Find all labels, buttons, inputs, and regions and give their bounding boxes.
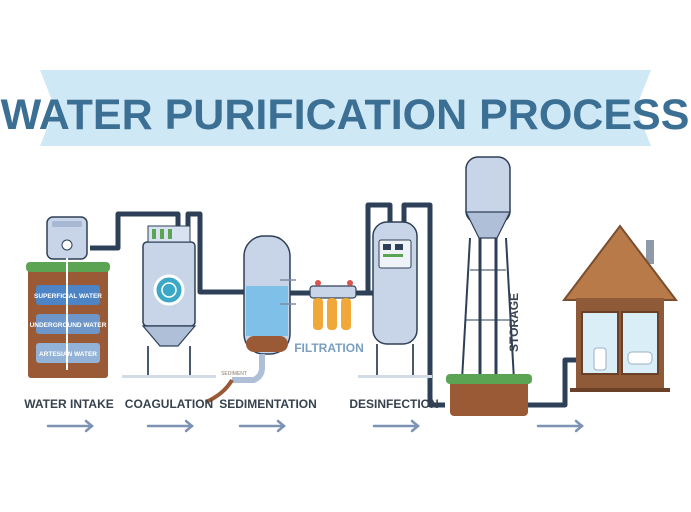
arrow-icon — [372, 419, 420, 433]
arrow-icon — [238, 419, 286, 433]
flow-arrows — [46, 419, 584, 433]
step-label-desinfection: DESINFECTION — [349, 397, 438, 411]
sedimentation-tank: SEDIMENT — [205, 235, 296, 404]
step-label-filtration: FILTRATION — [294, 341, 364, 355]
step-label-storage: STORAGE — [507, 293, 521, 352]
layer-superficial-label: SUPERFICIAL WATER — [34, 293, 102, 300]
disinfection-tank — [358, 221, 432, 378]
step-labels: WATER INTAKE COAGULATION SEDIMENTATION D… — [24, 397, 438, 411]
arrow-icon — [46, 419, 94, 433]
page-title: WATER PURIFICATION PROCESS — [1, 91, 690, 139]
step-label-intake: WATER INTAKE — [24, 397, 114, 411]
filtration-unit: FILTRATION — [294, 280, 364, 355]
step-label-sedimentation: SEDIMENTATION — [219, 397, 317, 411]
layer-underground-label: UNDERGROUND WATER — [30, 322, 107, 329]
layer-artesian-label: ARTESIAN WATER — [39, 351, 97, 358]
sediment-label: SEDIMENT — [221, 371, 247, 377]
arrow-icon — [146, 419, 194, 433]
step-label-coagulation: COAGULATION — [125, 397, 213, 411]
arrow-icon — [536, 419, 584, 433]
storage-tower: STORAGE — [446, 156, 532, 416]
coagulation-tank — [122, 225, 216, 378]
title-banner: WATER PURIFICATION PROCESS — [1, 70, 690, 146]
house — [561, 224, 679, 392]
water-intake-unit: SUPERFICIAL WATER UNDERGROUND WATER ARTE… — [26, 216, 110, 378]
